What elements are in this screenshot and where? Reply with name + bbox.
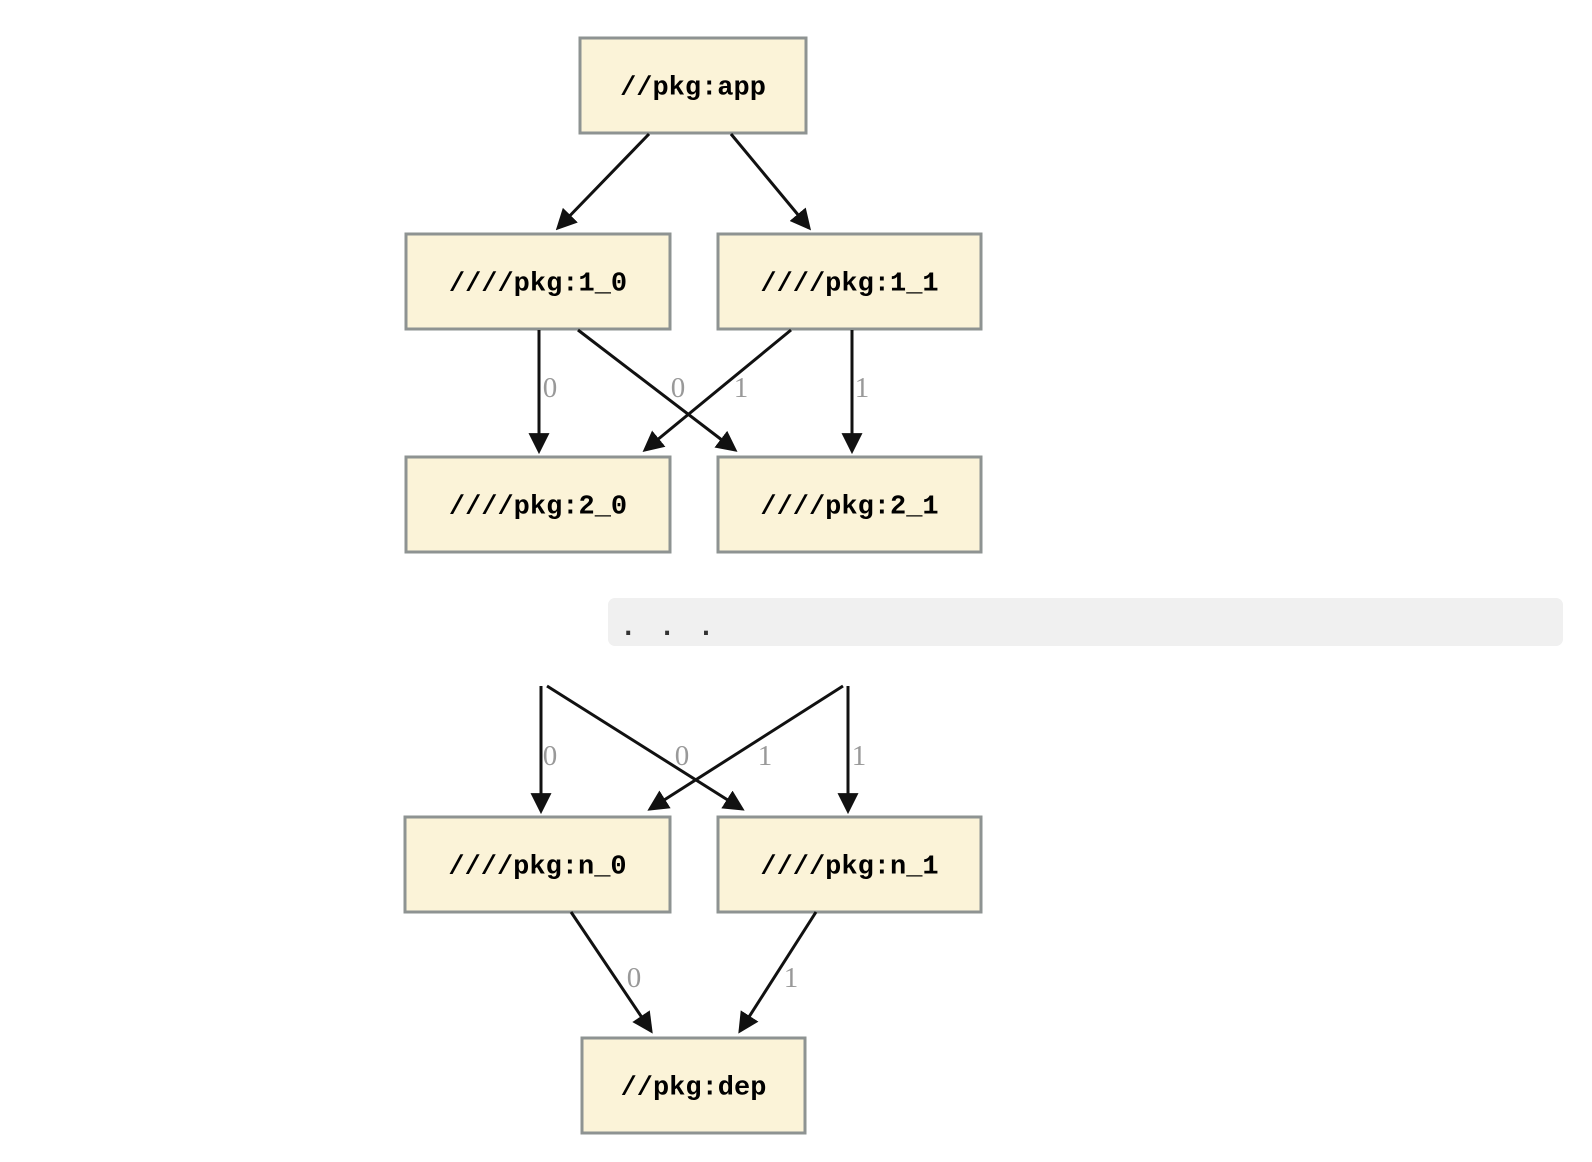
node-box	[580, 1036, 807, 1135]
node-box	[404, 232, 672, 331]
edge-line	[577, 328, 738, 452]
graph-edge-1_0-to-2_1: 1	[577, 328, 749, 452]
graph-node-app: //pkg:app	[578, 36, 808, 135]
node-box	[404, 455, 672, 554]
edge-line	[729, 133, 812, 231]
node-box	[716, 232, 983, 331]
graph-edge-1_1-to-2_1: 1	[841, 330, 870, 455]
graph-node-2_1: ////pkg:2_1	[716, 455, 983, 554]
graph-edge-n_1-to-dep: 1	[738, 911, 818, 1034]
node-box	[578, 36, 808, 135]
graph-edge-ellipsis-to-n_1: 1	[546, 684, 773, 811]
graph-edge-n_0-to-dep: 0	[569, 911, 653, 1034]
ellipsis-bar: . . .	[608, 598, 1563, 646]
node-label: //pkg:dep	[621, 1074, 767, 1104]
edge-label: 1	[852, 740, 867, 772]
graph-edge-ellipsis-to-n_0: 0	[530, 686, 558, 815]
graph-node-dep: //pkg:dep	[580, 1036, 807, 1135]
node-box	[716, 455, 983, 554]
graph-edge-ellipsis-to-n_1: 1	[837, 686, 867, 815]
graph-edge-ellipsis-to-n_0: 0	[647, 684, 844, 811]
edge-label: 1	[855, 372, 870, 404]
edge-label: 0	[543, 740, 558, 772]
graph-node-n_0: ////pkg:n_0	[403, 815, 672, 914]
graph-node-1_1: ////pkg:1_1	[716, 232, 983, 331]
graph-edge-app-to-1_0	[555, 132, 651, 231]
graph-edge-1_1-to-2_0: 0	[642, 328, 792, 453]
graph-edge-app-to-1_1	[729, 133, 812, 231]
node-label: ////pkg:2_1	[760, 493, 938, 523]
edge-label: 1	[758, 740, 773, 772]
edge-line	[546, 684, 745, 811]
edge-line	[569, 911, 653, 1034]
edge-label: 1	[734, 372, 749, 404]
edge-label: 1	[784, 962, 799, 994]
graph-node-n_1: ////pkg:n_1	[716, 815, 983, 914]
edge-line	[642, 328, 792, 453]
edge-label: 0	[543, 372, 558, 404]
edge-line	[738, 911, 818, 1034]
node-label: ////pkg:1_1	[760, 270, 938, 300]
edge-line	[555, 132, 651, 231]
edge-label: 0	[627, 962, 642, 994]
node-label: ////pkg:2_0	[449, 493, 627, 523]
node-label: ////pkg:n_0	[448, 853, 626, 883]
node-box	[403, 815, 672, 914]
node-box	[716, 815, 983, 914]
graph-edge-1_0-to-2_0: 0	[528, 330, 558, 455]
node-label: ////pkg:n_1	[760, 853, 938, 883]
edge-line	[647, 684, 844, 811]
node-label: ////pkg:1_0	[449, 270, 627, 300]
node-label: //pkg:app	[620, 74, 766, 104]
edge-label: 0	[675, 740, 690, 772]
ellipsis-text: . . .	[621, 612, 719, 641]
graph-node-1_0: ////pkg:1_0	[404, 232, 672, 331]
graph-node-2_0: ////pkg:2_0	[404, 455, 672, 554]
edge-label: 0	[671, 372, 686, 404]
